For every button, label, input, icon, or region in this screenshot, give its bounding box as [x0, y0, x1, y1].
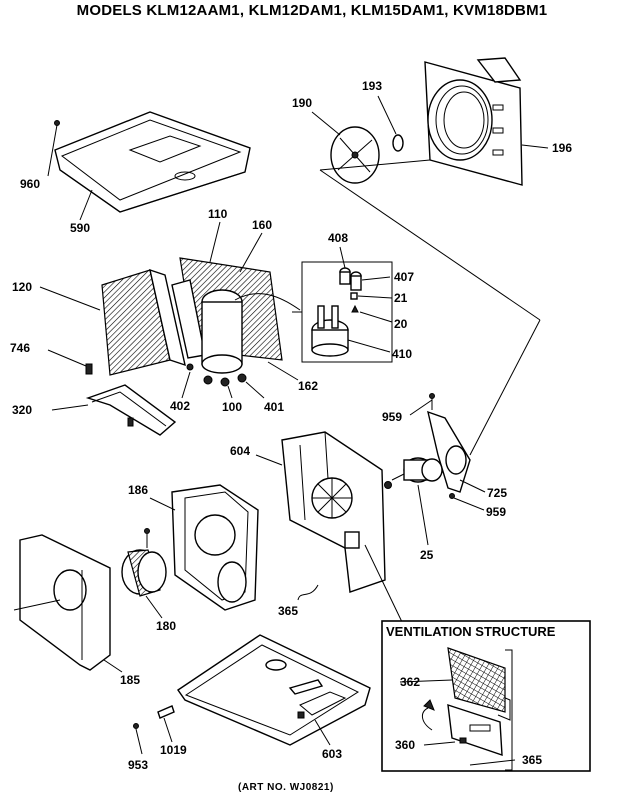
label-20: 20: [394, 317, 408, 331]
label-162: 162: [298, 379, 318, 393]
label-186: 186: [128, 483, 148, 497]
label-407: 407: [394, 270, 414, 284]
label-185: 185: [120, 673, 140, 687]
screw-959-top: [409, 393, 435, 416]
label-603: 603: [322, 747, 342, 761]
ventilation-structure-inset: [381, 620, 591, 772]
evaporator-coil-120: [101, 268, 186, 376]
label-362: 362: [400, 675, 420, 689]
label-401: 401: [264, 400, 284, 414]
screw-953: [133, 723, 143, 755]
label-196: 196: [552, 141, 572, 155]
partition-panel-604: [281, 431, 386, 593]
top-cover-590: [54, 111, 251, 213]
base-pan-603: [177, 634, 371, 746]
label-604: 604: [230, 444, 250, 458]
blower-housing-186: [171, 484, 259, 611]
shroud-196: [424, 57, 523, 186]
label-190: 190: [292, 96, 312, 110]
art-number: (ART NO. WJ0821): [238, 782, 334, 793]
label-959-bottom: 959: [486, 505, 506, 519]
diagram-title: MODELS KLM12AAM1, KLM12DAM1, KLM15DAM1, …: [76, 2, 548, 19]
label-402: 402: [170, 399, 190, 413]
label-320: 320: [12, 403, 32, 417]
bracket-1019: [157, 705, 175, 743]
label-193: 193: [362, 79, 382, 93]
label-959-top: 959: [382, 410, 402, 424]
label-25: 25: [420, 548, 434, 562]
label-365-vent: 365: [522, 753, 542, 767]
label-100: 100: [222, 400, 242, 414]
label-160: 160: [252, 218, 272, 232]
label-365-main: 365: [278, 604, 298, 618]
ventilation-title: VENTILATION STRUCTURE: [386, 624, 556, 639]
base-rail-320: [85, 384, 177, 436]
screw-746: [47, 349, 93, 375]
label-725: 725: [487, 486, 507, 500]
label-408: 408: [328, 231, 348, 245]
label-110: 110: [208, 207, 228, 221]
electrical-box-408: [301, 261, 393, 363]
label-590: 590: [70, 221, 90, 235]
label-1019: 1019: [160, 743, 187, 757]
label-960: 960: [20, 177, 40, 191]
label-746: 746: [10, 341, 30, 355]
compressor-100: [201, 289, 301, 387]
screw-960: [47, 120, 60, 177]
blower-wheel-180: [121, 528, 167, 597]
nut-193: [392, 134, 404, 152]
label-360: 360: [395, 738, 415, 752]
label-180: 180: [156, 619, 176, 633]
front-grille-panel-185: [13, 534, 111, 671]
label-120: 120: [12, 280, 32, 294]
label-953: 953: [128, 758, 148, 772]
label-21: 21: [394, 291, 408, 305]
label-410: 410: [392, 347, 412, 361]
fan-blade-190: [330, 126, 380, 184]
motor-bracket-725: [427, 410, 471, 493]
fan-motor-25: [384, 457, 443, 489]
